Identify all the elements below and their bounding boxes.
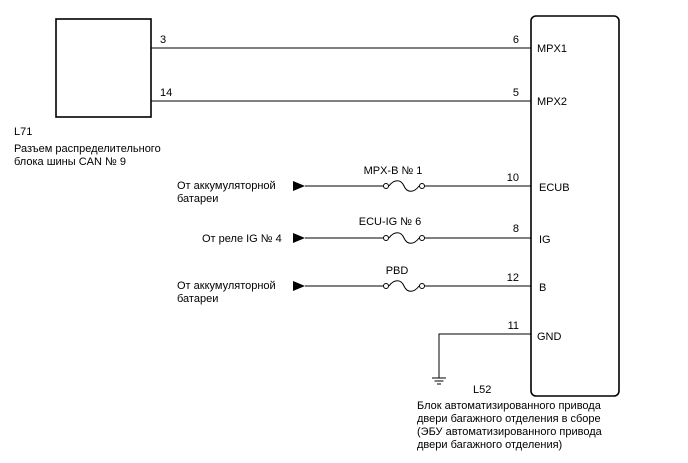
fuse-ig-icon — [388, 232, 420, 244]
terminal-ig: IG — [539, 234, 551, 246]
fuse-b-label: PBD — [386, 265, 409, 277]
connector-l71-box — [55, 18, 152, 118]
ecu-l52-box — [530, 15, 620, 397]
ecu-pin-8: 8 — [513, 223, 519, 235]
ecu-pin-12: 12 — [507, 272, 519, 284]
source-b-line2: батареи — [177, 293, 218, 305]
connector-l71-id: L71 — [14, 126, 32, 138]
ecu-pin-6: 6 — [513, 34, 519, 46]
arrow-b-icon — [293, 281, 305, 291]
terminal-gnd: GND — [537, 331, 562, 343]
ecu-l52-desc-line1: Блок автоматизированного привода — [417, 400, 602, 412]
connector-pin-3: 3 — [160, 34, 166, 46]
arrow-ecub-icon — [293, 181, 305, 191]
source-ecub-line1: От аккумуляторной — [177, 180, 276, 192]
connector-l71-desc-line2: блока шины CAN № 9 — [14, 156, 126, 168]
ecu-l52-desc-line3: (ЭБУ автоматизированного привода — [417, 426, 603, 438]
ecu-l52-id: L52 — [473, 384, 491, 396]
ground-icon — [432, 377, 446, 385]
connector-pin-14: 14 — [160, 87, 172, 99]
terminal-mpx2: MPX2 — [537, 96, 567, 108]
fuse-ecub-terminal-left — [383, 183, 389, 189]
ecu-l52-desc-line2: двери багажного отделения в сборе — [417, 413, 601, 425]
fuse-ig-terminal-left — [383, 235, 389, 241]
terminal-b: B — [539, 282, 546, 294]
terminal-mpx1: MPX1 — [537, 43, 567, 55]
source-b-line1: От аккумуляторной — [177, 280, 276, 292]
fuse-b-icon — [388, 280, 420, 292]
terminal-ecub: ECUB — [539, 182, 570, 194]
fuse-ecub-icon — [388, 180, 420, 192]
ecu-l52-desc-line4: двери багажного отделения) — [417, 439, 562, 451]
ecu-pin-11: 11 — [508, 320, 519, 332]
fuse-ecub-label: MPX-B № 1 — [364, 165, 423, 177]
ecu-pin-5: 5 — [513, 87, 519, 99]
fuse-b-terminal-right — [419, 283, 425, 289]
source-ig-line1: От реле IG № 4 — [202, 233, 282, 245]
ecu-pin-10: 10 — [507, 172, 519, 184]
arrow-ig-icon — [293, 233, 305, 243]
fuse-ig-terminal-right — [419, 235, 425, 241]
wire-gnd — [438, 333, 531, 378]
fuse-ig-label: ECU-IG № 6 — [359, 216, 422, 228]
connector-l71-desc-line1: Разъем распределительного — [14, 143, 161, 155]
source-ecub-line2: батареи — [177, 193, 218, 205]
fuse-ecub-terminal-right — [419, 183, 425, 189]
fuse-b-terminal-left — [383, 283, 389, 289]
